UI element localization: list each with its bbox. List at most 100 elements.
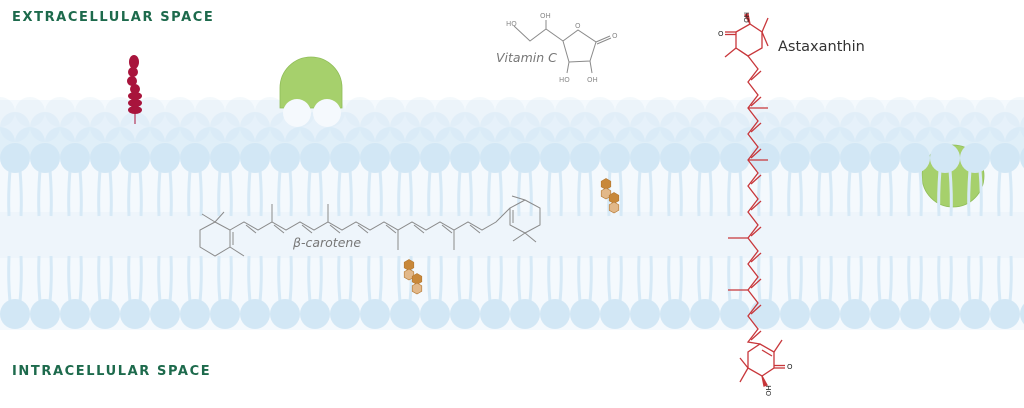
lipid-tail <box>757 255 762 303</box>
lipid-tail <box>558 169 563 217</box>
phospholipid-head <box>645 97 675 127</box>
lipid-tail <box>648 169 653 217</box>
lipid-tail <box>858 169 863 217</box>
phospholipid-head <box>450 299 480 329</box>
phospholipid-head <box>0 97 15 127</box>
lipid-tail <box>228 169 233 217</box>
lipid-tail <box>228 255 233 303</box>
phospholipid-head <box>570 299 600 329</box>
lipid-tail <box>607 255 612 303</box>
lipid-tail <box>337 169 342 217</box>
phospholipid-head <box>660 299 690 329</box>
phospholipid-head <box>540 143 570 173</box>
phospholipid-head <box>120 143 150 173</box>
phospholipid-head <box>375 97 405 127</box>
phospholipid-head <box>60 143 90 173</box>
lipid-tail <box>948 255 953 303</box>
atom-label: O <box>575 22 581 30</box>
lipid-tail <box>888 169 893 217</box>
lipid-tail <box>487 169 492 217</box>
phospholipid-head <box>495 97 525 127</box>
phospholipid-head <box>105 97 135 127</box>
astaxanthin-structure <box>724 13 785 387</box>
phospholipid-head <box>975 97 1005 127</box>
double-bond <box>750 200 762 211</box>
green-peripheral-protein <box>279 56 343 127</box>
lipid-tail <box>768 169 773 217</box>
lipid-tail <box>487 255 492 303</box>
phospholipid-head <box>225 97 255 127</box>
lipid-tail <box>108 255 113 303</box>
lipid-tail <box>468 255 473 303</box>
phospholipid-head <box>600 143 630 173</box>
lipid-tail <box>78 169 83 217</box>
lipid-tail <box>678 169 683 217</box>
lipid-tail <box>798 255 803 303</box>
lipid-tail <box>937 169 942 217</box>
lipid-tail <box>318 169 323 217</box>
phospholipid-head <box>270 299 300 329</box>
lipid-tail <box>757 169 762 217</box>
lipid-tail <box>997 169 1002 217</box>
phospholipid-head <box>990 143 1020 173</box>
phospholipid-head <box>870 143 900 173</box>
phospholipid-head <box>630 143 660 173</box>
lipid-tail <box>217 255 222 303</box>
double-bond <box>750 148 762 159</box>
lipid-tail <box>397 255 402 303</box>
lipid-tail <box>978 169 983 217</box>
lipid-tail <box>997 255 1002 303</box>
phospholipid-head <box>750 299 780 329</box>
phospholipid-head <box>450 143 480 173</box>
lipid-tail <box>138 255 143 303</box>
phospholipid-head <box>0 143 30 173</box>
phospholipid-head <box>435 97 465 127</box>
lipid-tail <box>378 169 383 217</box>
phospholipid-head <box>825 97 855 127</box>
phospholipid-head <box>900 143 930 173</box>
lipid-tail <box>168 255 173 303</box>
double-bond <box>750 70 762 81</box>
double-bond <box>301 224 313 234</box>
phospholipid-head <box>945 97 975 127</box>
lipid-tail <box>708 255 713 303</box>
phospholipid-head <box>750 143 780 173</box>
lipid-tail <box>7 255 12 303</box>
lipid-tail <box>847 255 852 303</box>
lipid-tail <box>427 169 432 217</box>
phospholipid-head <box>885 97 915 127</box>
phospholipid-head <box>510 143 540 173</box>
lipid-tail <box>547 169 552 217</box>
phospholipid-head <box>1005 97 1024 127</box>
atom-label: HO <box>506 20 517 28</box>
phospholipid-head <box>270 143 300 173</box>
lipid-tail <box>697 169 702 217</box>
lipid-tail <box>577 169 582 217</box>
lipid-tail <box>817 255 822 303</box>
phospholipid-head <box>465 97 495 127</box>
lipid-tail <box>318 255 323 303</box>
lipid-tail <box>277 169 282 217</box>
phospholipid-head <box>765 97 795 127</box>
phospholipid-head <box>675 97 705 127</box>
lipid-tail <box>727 255 732 303</box>
phospholipid-head <box>690 299 720 329</box>
lipid-tail <box>168 169 173 217</box>
hexagon-ring <box>600 187 612 200</box>
phospholipid-head <box>585 97 615 127</box>
lipid-tail <box>967 255 972 303</box>
lipid-tail <box>918 255 923 303</box>
phospholipid-head <box>855 97 885 127</box>
phospholipid-head <box>300 143 330 173</box>
phospholipid-head <box>480 143 510 173</box>
phospholipid-head <box>60 299 90 329</box>
vitamin-c-atoms: HO OH O O HO OH <box>506 12 618 84</box>
double-bond <box>750 278 762 289</box>
lipid-tail <box>37 169 42 217</box>
double-bond <box>441 224 453 234</box>
lipid-tail <box>787 169 792 217</box>
lipid-tail <box>438 255 443 303</box>
double-bond <box>413 224 425 234</box>
atom-label: O <box>718 30 724 38</box>
phospholipid-head <box>135 97 165 127</box>
